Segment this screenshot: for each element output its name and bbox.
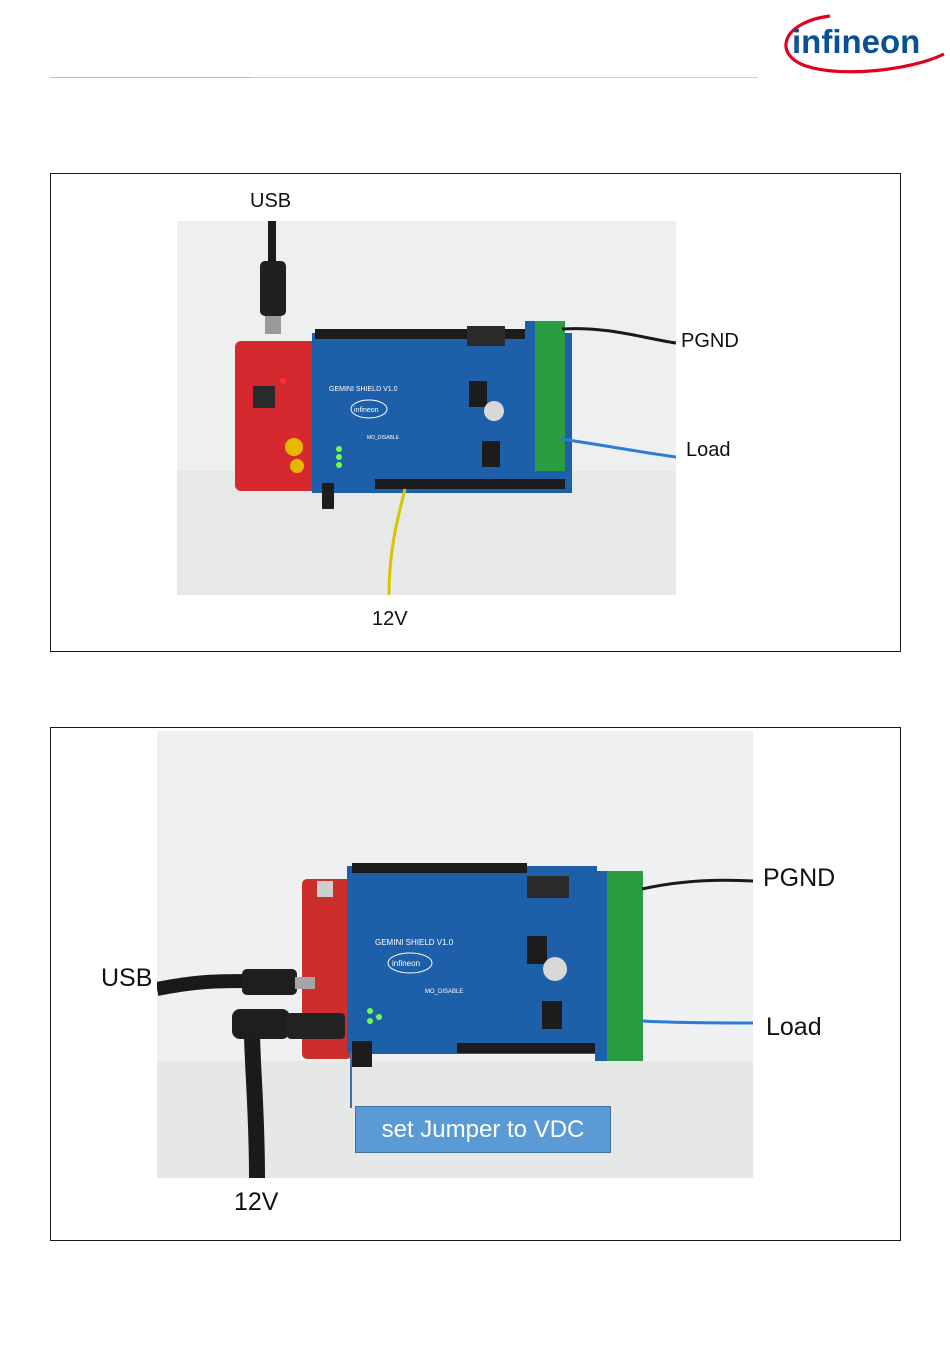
callout-pointer-line (350, 1052, 352, 1108)
figure-2-board-title: GEMINI SHIELD V1.0 (375, 938, 454, 947)
figure-2-usb-label: USB (101, 966, 152, 991)
infineon-logo-text: infineon (792, 23, 920, 60)
figure-2-12v-label: 12V (234, 1190, 278, 1215)
jumper (352, 1041, 372, 1067)
figure-2-pgnd-label: PGND (763, 866, 835, 891)
jumper-callout: set Jumper to VDC (355, 1106, 611, 1153)
terminal-block (605, 871, 643, 1061)
figure-2-board-pcb-label: MO_DISABLE (425, 989, 463, 995)
figure-2-load-label: Load (766, 1015, 822, 1040)
microcontroller-board (235, 341, 318, 491)
header-rule-extension (253, 77, 758, 78)
figure-1-pgnd-label: PGND (681, 331, 739, 351)
12v-cable (252, 1031, 257, 1178)
header-rule (50, 77, 253, 78)
usb-connector (260, 261, 286, 316)
usb-cable (157, 981, 252, 989)
figure-1-load-label: Load (686, 440, 731, 460)
figure-1-board-title: GEMINI SHIELD V1.0 (329, 386, 398, 393)
infineon-logo: infineon (772, 8, 948, 80)
figure-1-12v-label: 12V (372, 609, 408, 629)
figure-1-usb-label: USB (250, 191, 291, 211)
figure-1-board-photo: GEMINI SHIELD V1.0 infineon MO_DISABLE (177, 221, 676, 595)
figure-1-board-pcb-label: MO_DISABLE (367, 435, 400, 441)
figure-1-board-logo: infineon (354, 407, 379, 414)
terminal-block (533, 321, 565, 471)
figure-2-board-logo: infineon (392, 959, 420, 968)
